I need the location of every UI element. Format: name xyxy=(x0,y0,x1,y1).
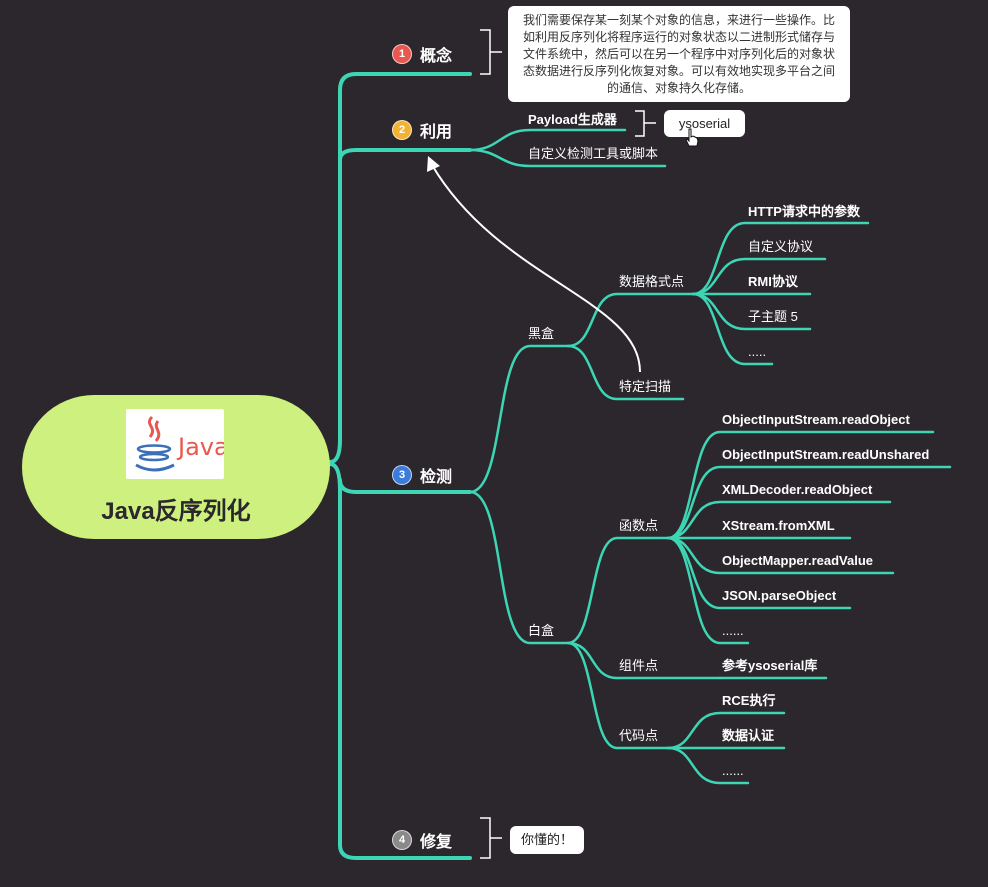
node-fn-item-1[interactable]: ObjectInputStream.readUnshared xyxy=(722,447,930,462)
topic-concept[interactable]: 1 概念 xyxy=(392,42,452,66)
node-specific-scan[interactable]: 特定扫描 xyxy=(619,379,672,394)
branch-detect xyxy=(338,478,472,494)
node-fn-item-6[interactable]: ...... xyxy=(722,623,744,638)
node-fn-item-4[interactable]: ObjectMapper.readValue xyxy=(722,553,874,568)
node-fn-item-5[interactable]: JSON.parseObject xyxy=(722,588,837,603)
bracket-concept xyxy=(480,29,502,75)
link-df-4 xyxy=(691,292,774,366)
topic-detect[interactable]: 3 检测 xyxy=(392,463,452,487)
node-fn-item-2[interactable]: XMLDecoder.readObject xyxy=(722,482,873,497)
root-node[interactable]: Java Java反序列化 xyxy=(22,395,330,539)
link-component-point xyxy=(566,641,722,680)
node-code-item-0[interactable]: RCE执行 xyxy=(722,693,776,708)
node-payload[interactable]: Payload生成器 xyxy=(528,112,617,127)
node-component-point[interactable]: 组件点 xyxy=(619,658,659,673)
note-ysoserial[interactable]: ysoserial xyxy=(664,110,745,137)
node-whitebox[interactable]: 白盒 xyxy=(528,623,555,638)
branch-usage xyxy=(338,148,472,162)
topic-label: 修复 xyxy=(420,834,453,851)
topic-label: 利用 xyxy=(420,124,453,141)
link-code-2 xyxy=(666,746,750,785)
number-badge: 2 xyxy=(392,120,412,140)
node-fn-item-0[interactable]: ObjectInputStream.readObject xyxy=(722,412,910,427)
link-whitebox xyxy=(468,490,570,645)
root-title: Java反序列化 xyxy=(101,498,251,525)
node-custom-tool[interactable]: 自定义检测工具或脚本 xyxy=(528,146,659,161)
link-code-0 xyxy=(666,711,786,750)
java-logo-text: Java xyxy=(176,433,224,461)
bracket-fix xyxy=(480,817,502,859)
relation-arrowhead xyxy=(427,156,440,172)
node-func-point[interactable]: 函数点 xyxy=(619,518,659,533)
trunk-line-lower xyxy=(328,462,472,860)
note-concept[interactable]: 我们需要保存某一刻某个对象的信息，来进行一些操作。比如利用反序列化将程序运行的对… xyxy=(508,6,850,102)
link-data-format xyxy=(566,292,695,348)
link-df-0 xyxy=(691,221,870,296)
topic-usage[interactable]: 2 利用 xyxy=(392,118,452,142)
link-fn-6 xyxy=(666,536,750,645)
number-badge: 3 xyxy=(392,465,412,485)
node-data-format[interactable]: 数据格式点 xyxy=(619,274,685,289)
node-code-item-1[interactable]: 数据认证 xyxy=(722,728,775,743)
link-blackbox xyxy=(468,344,570,494)
node-df-item-2[interactable]: RMI协议 xyxy=(748,274,798,289)
link-fn-2 xyxy=(666,500,892,540)
link-fn-1 xyxy=(666,465,952,540)
link-code-point xyxy=(566,641,670,750)
node-blackbox[interactable]: 黑盒 xyxy=(528,326,555,341)
link-fn-0 xyxy=(666,430,935,540)
trunk-line xyxy=(328,72,472,466)
link-custom-tool xyxy=(468,148,667,168)
node-df-item-0[interactable]: HTTP请求中的参数 xyxy=(748,204,860,219)
node-df-item-4[interactable]: ..... xyxy=(748,344,767,359)
number-badge: 4 xyxy=(392,830,412,850)
link-specific-scan xyxy=(566,344,685,401)
node-component-item[interactable]: 参考ysoserial库 xyxy=(722,658,818,673)
link-df-1 xyxy=(691,257,827,296)
node-code-item-2[interactable]: ...... xyxy=(722,763,744,778)
topic-label: 检测 xyxy=(420,469,453,486)
link-func-point xyxy=(566,536,670,645)
node-code-point[interactable]: 代码点 xyxy=(619,728,659,743)
topic-fix[interactable]: 4 修复 xyxy=(392,828,452,852)
relation-arrow xyxy=(431,164,641,373)
node-df-item-1[interactable]: 自定义协议 xyxy=(748,239,814,254)
bracket-payload xyxy=(635,110,656,137)
node-fn-item-3[interactable]: XStream.fromXML xyxy=(722,518,835,533)
topic-label: 概念 xyxy=(420,48,453,65)
note-fix[interactable]: 你懂的！ xyxy=(510,826,584,854)
number-badge: 1 xyxy=(392,44,412,64)
node-df-item-3[interactable]: 子主题 5 xyxy=(748,309,798,324)
hand-cursor-icon xyxy=(685,128,699,147)
java-coffee-cup-icon: Java xyxy=(126,409,229,479)
